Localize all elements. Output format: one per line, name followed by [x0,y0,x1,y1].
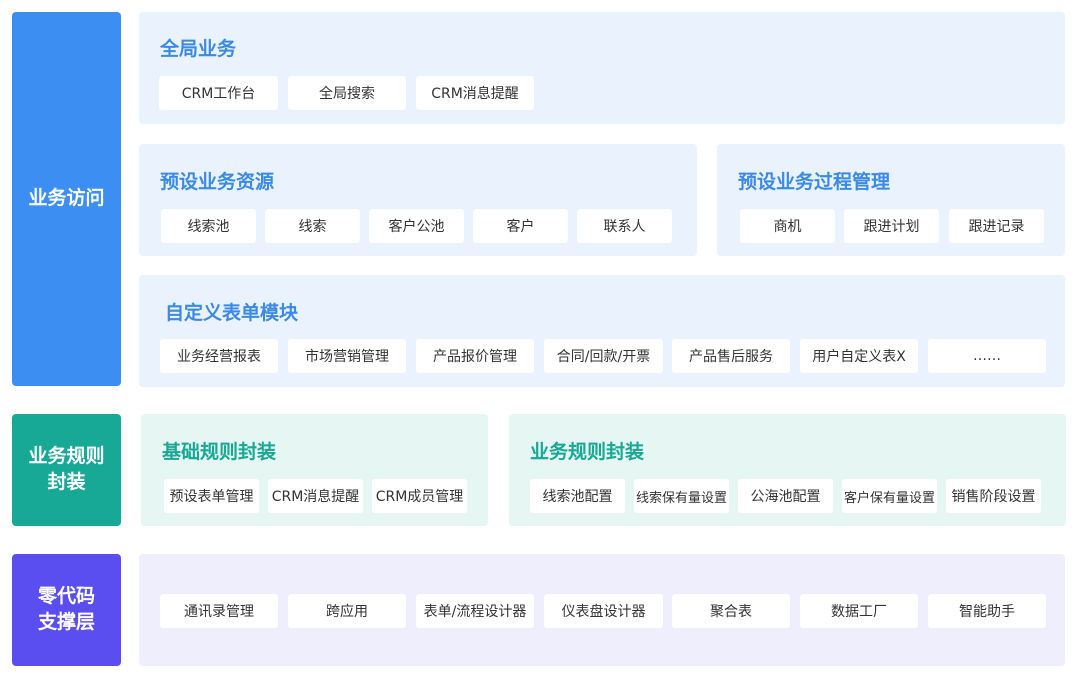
module-chip: 销售阶段设置 [946,479,1041,513]
module-chip: 智能助手 [928,594,1046,628]
module-chip-ellipsis: …… [928,339,1046,373]
module-chip: 线索池 [161,209,256,243]
panel-title: 基础规则封装 [162,441,277,463]
module-chip: 客户 [473,209,568,243]
module-chip: 用户自定义表X [800,339,918,373]
panel-title: 预设业务资源 [160,171,275,193]
panel-title: 预设业务过程管理 [738,171,891,193]
module-chip: 商机 [740,209,835,243]
panel-title: 全局业务 [160,38,237,60]
section-label-business-access: 业务访问 [12,12,121,386]
module-chip: 表单/流程设计器 [416,594,534,628]
section-label-text: 业务规则 封装 [28,445,105,493]
module-chip: 合同/回款/开票 [544,339,663,373]
section-label-text: 业务访问 [28,187,105,210]
module-chip: 预设表单管理 [164,479,259,513]
module-chip: 产品售后服务 [672,339,790,373]
module-chip: 跟进记录 [949,209,1044,243]
module-chip: 市场营销管理 [288,339,406,373]
module-chip: 线索 [265,209,360,243]
module-chip: 线索保有量设置 [634,479,729,513]
module-chip: 全局搜索 [288,76,406,110]
section-label-business-rules: 业务规则 封装 [12,414,121,526]
module-chip: 仪表盘设计器 [544,594,663,628]
module-chip: CRM成员管理 [372,479,467,513]
module-chip: 跨应用 [288,594,406,628]
section-label-lowcode: 零代码 支撑层 [12,554,121,666]
module-chip: 数据工厂 [800,594,918,628]
module-chip: 客户公池 [369,209,464,243]
module-chip: 产品报价管理 [416,339,534,373]
module-chip: 通讯录管理 [160,594,278,628]
module-chip: CRM消息提醒 [416,76,534,110]
module-chip: 聚合表 [672,594,790,628]
module-chip: 线索池配置 [530,479,625,513]
module-chip: 联系人 [577,209,672,243]
module-chip: 跟进计划 [844,209,939,243]
module-chip: 业务经营报表 [160,339,278,373]
module-chip: CRM工作台 [159,76,278,110]
panel-title: 自定义表单模块 [165,302,299,324]
panel-title: 业务规则封装 [530,441,645,463]
module-chip: CRM消息提醒 [268,479,363,513]
section-label-text: 零代码 支撑层 [37,585,95,633]
module-chip: 客户保有量设置 [842,479,937,513]
module-chip: 公海池配置 [738,479,833,513]
